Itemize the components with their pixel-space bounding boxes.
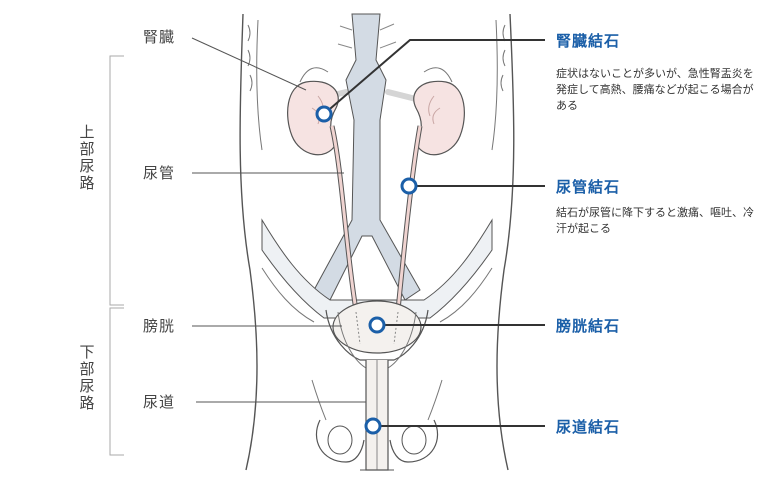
bracket-upper [109,55,124,306]
label-ureter: 尿管 [143,164,176,182]
title-urethra-stone: 尿道結石 [556,418,621,436]
stone-leader-kidney [323,39,545,115]
title-bladder-stone: 膀胱結石 [556,317,621,335]
desc-kidney-stone: 症状はないことが多いが、急性腎盂炎を発症して高熱、腰痛などが起こる場合がある [556,67,754,112]
label-urethra: 尿道 [143,393,176,411]
desc-ureter-stone: 結石が尿管に降下すると激痛、嘔吐、冷汗が起こる [556,206,754,235]
region-lower-urinary-tract: 下 部 尿 路 [79,343,95,412]
leader-kidney [191,37,307,91]
title-kidney-stone: 腎臓結石 [556,32,621,50]
bracket-lower [109,307,124,456]
kidney-right [413,80,465,156]
rib-marks [247,24,506,92]
aorta [313,13,421,301]
torso-outline-right [496,13,515,471]
stone-marker-ureter [400,177,418,195]
scrotum [315,419,439,463]
title-ureter-stone: 尿管結石 [556,178,621,196]
stone-marker-urethra [364,417,382,435]
stone-marker-bladder [368,316,386,334]
stone-marker-kidney [315,105,333,123]
pelvis [261,218,493,319]
label-bladder: 膀胱 [143,317,176,335]
torso-outline [239,13,258,471]
region-upper-urinary-tract: 上 部 尿 路 [79,123,95,192]
label-kidney: 腎臓 [143,28,176,46]
